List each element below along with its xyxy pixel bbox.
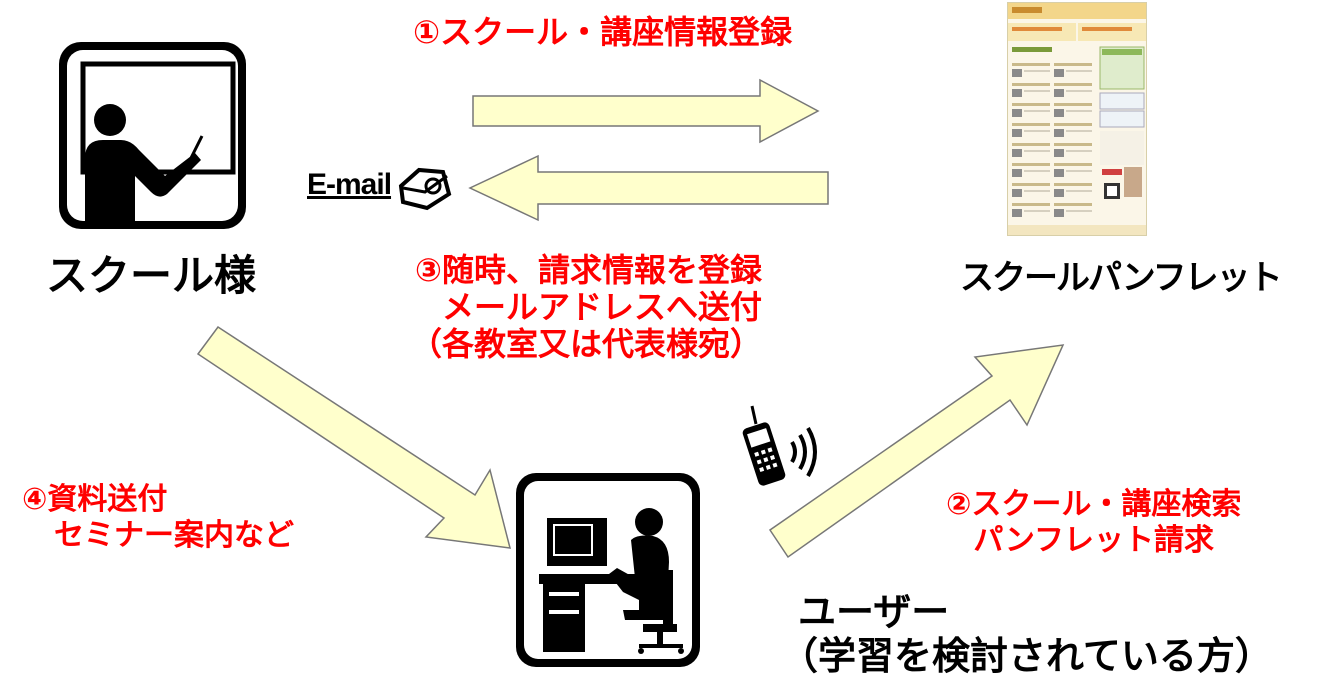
website-screenshot-thumbnail bbox=[1007, 2, 1147, 236]
arrow-send-materials bbox=[196, 325, 512, 549]
step4-line1: ④資料送付 bbox=[22, 482, 168, 517]
email-logo: E-mail bbox=[307, 162, 457, 222]
step3-label: ③随時、請求情報を登録 メールアドレスへ送付 （各教室又は代表様宛） bbox=[410, 252, 762, 363]
step2-line1: ②スクール・講座検索 bbox=[946, 487, 1242, 522]
step4-label: ④資料送付 セミナー案内など bbox=[22, 482, 294, 554]
email-logo-text: E-mail bbox=[307, 168, 392, 201]
step1-label: ①スクール・講座情報登録 bbox=[413, 13, 793, 51]
pamphlet-label: スクールパンフレット bbox=[960, 258, 1283, 298]
step2-label: ②スクール・講座検索 パンフレット請求 bbox=[946, 487, 1241, 559]
step3-line3: （各教室又は代表様宛） bbox=[410, 325, 763, 363]
step3-line2: メールアドレスへ送付 bbox=[442, 288, 763, 326]
school-label: スクール様 bbox=[46, 251, 257, 300]
arrow-send-request bbox=[468, 154, 829, 222]
arrow-search-request bbox=[768, 344, 1065, 559]
step3-line1: ③随時、請求情報を登録 bbox=[414, 251, 763, 289]
mobile-phone-icon bbox=[742, 405, 817, 486]
arrow-register bbox=[472, 78, 820, 144]
step2-line2: パンフレット請求 bbox=[973, 523, 1214, 558]
email-envelope-icon bbox=[398, 167, 452, 211]
step4-line2: セミナー案内など bbox=[54, 518, 294, 553]
person-at-computer-icon bbox=[516, 473, 700, 667]
teacher-at-board-icon bbox=[59, 42, 246, 229]
user-line1: ユーザー bbox=[798, 590, 950, 634]
user-label: ユーザー （学習を検討されている方） bbox=[780, 590, 1273, 678]
user-line2: （学習を検討されている方） bbox=[780, 634, 1273, 678]
